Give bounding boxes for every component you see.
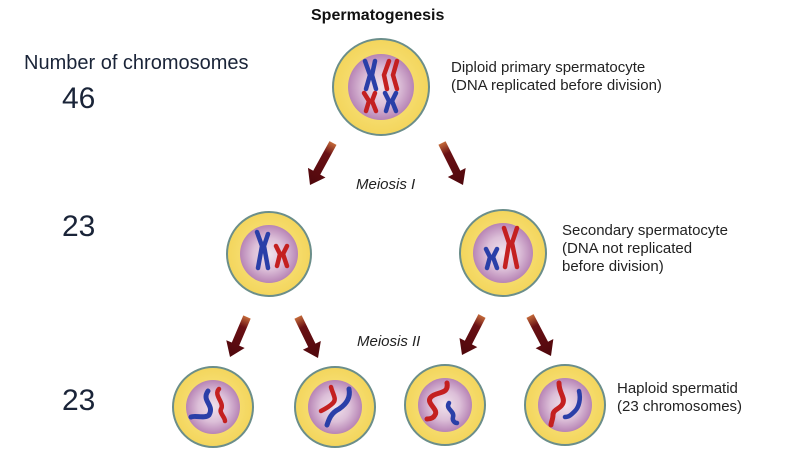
nucleus bbox=[348, 54, 414, 120]
nucleus bbox=[308, 380, 362, 434]
count-primary: 46 bbox=[62, 82, 96, 115]
arrow-shape bbox=[226, 315, 251, 357]
chromosome-blue-small bbox=[382, 90, 399, 114]
cell-secondary-spermatocyte-left bbox=[226, 211, 312, 297]
chromosome-blue-long bbox=[324, 386, 352, 428]
label-line: (23 chromosomes) bbox=[617, 398, 743, 415]
cell-spermatid-4 bbox=[524, 364, 606, 446]
arrow-meiosis1-right-icon bbox=[438, 141, 466, 185]
count-secondary: 23 bbox=[62, 210, 96, 243]
arrow-shape bbox=[307, 141, 337, 186]
label-line: (DNA not replicated bbox=[562, 240, 693, 257]
diagram-title: Spermatogenesis bbox=[311, 7, 445, 24]
chromosome-blue-large bbox=[254, 229, 271, 271]
nucleus bbox=[240, 225, 298, 283]
cell-primary-spermatocyte bbox=[332, 38, 430, 136]
arrow-shape bbox=[294, 315, 321, 359]
arrow-meiosis2-3-icon bbox=[459, 314, 486, 355]
chromosome-red-long bbox=[548, 380, 566, 428]
cell-spermatid-2 bbox=[294, 366, 376, 448]
arrow-meiosis2-2-icon bbox=[294, 315, 321, 359]
label-secondary-spermatocyte: Secondary spermatocyte (DNA not replicat… bbox=[562, 222, 728, 276]
chromosome-blue-long bbox=[188, 388, 213, 420]
chromosome-blue-small bbox=[483, 246, 500, 271]
chromosome-blue-short bbox=[445, 400, 460, 426]
division-arrows bbox=[226, 141, 554, 359]
count-spermatid: 23 bbox=[62, 384, 96, 417]
nucleus bbox=[538, 378, 592, 432]
chromosome-red-large bbox=[381, 58, 400, 92]
arrow-meiosis1-left-icon bbox=[307, 141, 337, 186]
arrow-meiosis2-1-icon bbox=[226, 315, 251, 357]
chromosome-red-long bbox=[424, 380, 450, 422]
cell-secondary-spermatocyte-right bbox=[459, 209, 547, 297]
arrow-meiosis2-4-icon bbox=[526, 314, 554, 356]
stage-meiosis-2: Meiosis II bbox=[357, 333, 421, 350]
arrow-shape bbox=[526, 314, 554, 356]
label-line: (DNA replicated before division) bbox=[451, 77, 662, 94]
nucleus bbox=[186, 380, 240, 434]
label-line: Haploid spermatid bbox=[617, 380, 738, 397]
chromosome-red-large bbox=[501, 225, 520, 270]
chromosome-red-short bbox=[215, 386, 228, 424]
label-haploid-spermatid: Haploid spermatid (23 chromosomes) bbox=[617, 380, 742, 416]
chromosome-blue-large bbox=[362, 58, 379, 92]
label-line: Secondary spermatocyte bbox=[562, 222, 728, 239]
chromosome-red-short bbox=[318, 384, 337, 414]
chromosome-count-label: Number of chromosomes bbox=[24, 52, 249, 74]
chromosome-red-small bbox=[273, 243, 290, 269]
chromosome-blue-short bbox=[562, 388, 583, 420]
stage-meiosis-1: Meiosis I bbox=[356, 176, 416, 193]
label-line: Diploid primary spermatocyte bbox=[451, 59, 646, 76]
cell-spermatid-3 bbox=[404, 364, 486, 446]
label-line: before division) bbox=[562, 258, 664, 275]
chromosome-red-small bbox=[361, 90, 379, 114]
cell-spermatid-1 bbox=[172, 366, 254, 448]
label-primary-spermatocyte: Diploid primary spermatocyte (DNA replic… bbox=[451, 59, 662, 95]
arrow-shape bbox=[438, 141, 466, 185]
arrow-shape bbox=[459, 314, 486, 355]
